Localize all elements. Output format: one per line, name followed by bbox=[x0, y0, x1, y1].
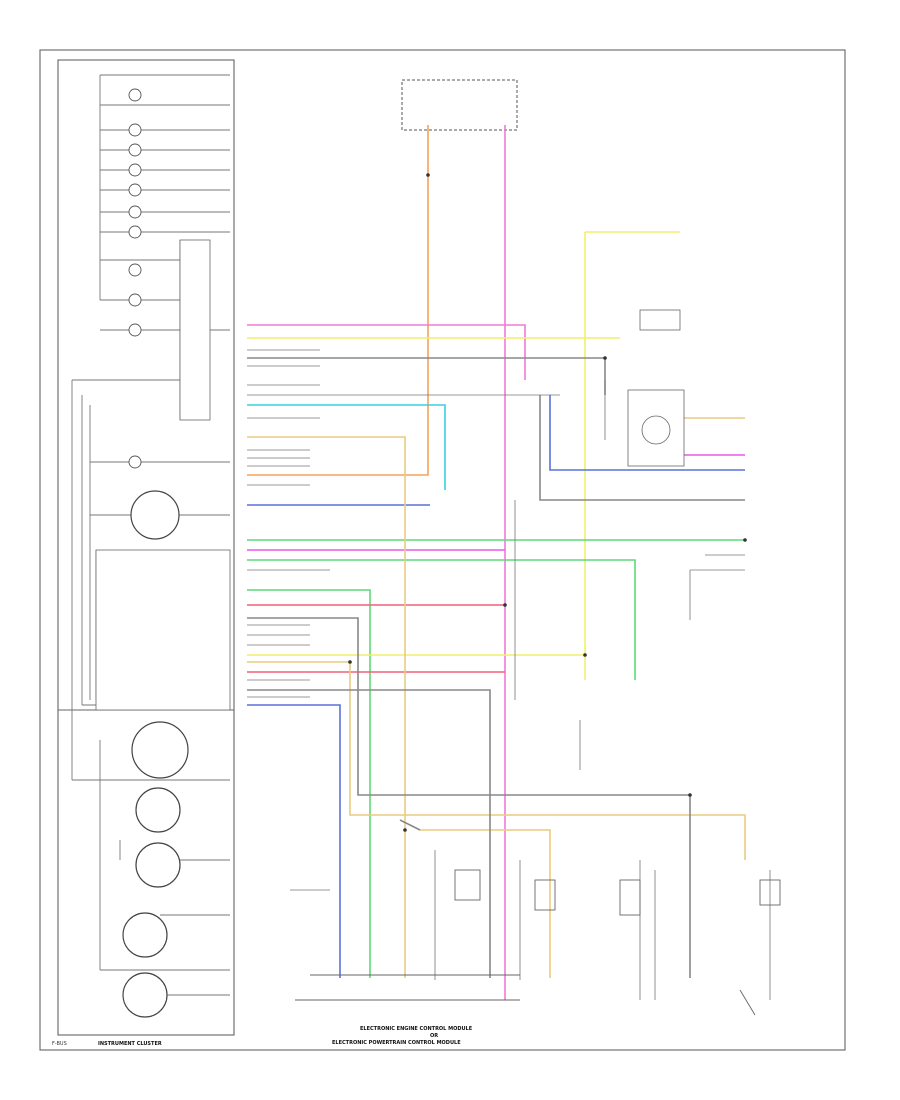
module-label-line2: OR bbox=[430, 1033, 438, 1039]
relay-box bbox=[627, 389, 685, 467]
cluster-control-box bbox=[179, 239, 211, 421]
module-label-line3: ELECTRONIC POWERTRAIN CONTROL MODULE bbox=[332, 1040, 461, 1046]
junction-dots bbox=[348, 173, 747, 832]
instrument-cluster-label: INSTRUMENT CLUSTER bbox=[98, 1041, 162, 1047]
corner-code-label: F-BUS bbox=[52, 1041, 67, 1047]
cluster-lower-panel bbox=[95, 549, 231, 711]
module-connector bbox=[639, 309, 681, 331]
cluster-gauges bbox=[122, 490, 189, 1018]
relay-coil bbox=[641, 415, 671, 445]
ignition-switch-box bbox=[401, 79, 518, 131]
circuit-wires bbox=[247, 125, 746, 1000]
thin-circuit-lines bbox=[247, 349, 771, 1000]
diagram-frame bbox=[39, 49, 846, 1051]
bottom-components bbox=[295, 869, 781, 1016]
cluster-enclosure bbox=[57, 59, 235, 1036]
module-label-line1: ELECTRONIC ENGINE CONTROL MODULE bbox=[360, 1026, 473, 1032]
